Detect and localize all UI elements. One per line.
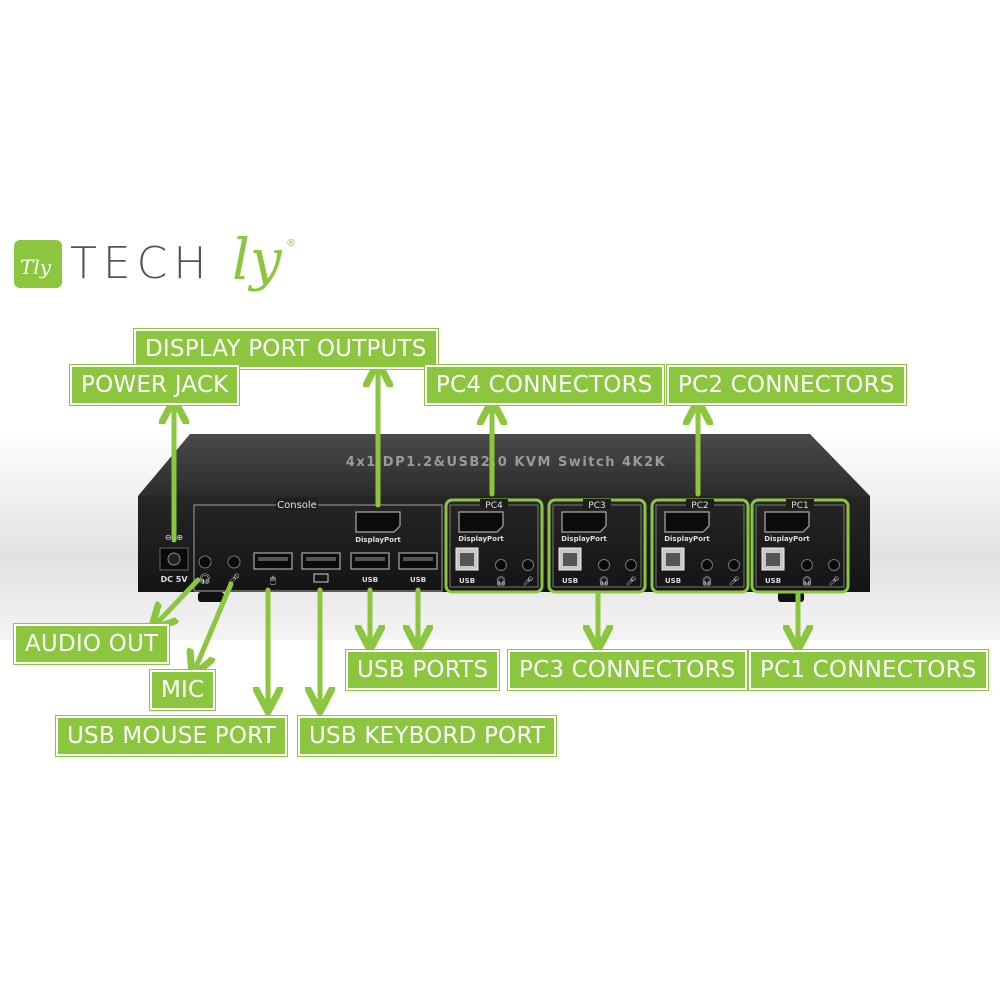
console-displayport <box>355 511 401 533</box>
pc-mic-jack-pc4 <box>522 559 534 571</box>
pc-audio-jack-pc2 <box>701 559 713 571</box>
callout-power-jack: POWER JACK <box>70 365 240 405</box>
console-label: Console <box>277 500 317 511</box>
arrow-mic <box>196 581 234 667</box>
kvm-switch-device: 4x1 DP1.2&USB2.0 KVM Switch 4K2K ⊖─⊕ DC … <box>138 434 870 602</box>
pc-displayport-label-pc3: DisplayPort <box>561 535 607 543</box>
microphone-icon: 🎤︎ <box>728 576 739 587</box>
pc-section-label-pc4: PC4 <box>485 501 503 511</box>
pc-displayport-label-pc2: DisplayPort <box>664 535 710 543</box>
pc-displayport-pc4 <box>458 511 504 533</box>
console-section: Console DisplayPort 🎧︎ 🎤︎ 🖱︎ USB USB <box>193 498 443 592</box>
pc-displayport-label-pc4: DisplayPort <box>458 535 504 543</box>
pc-section-label-pc2: PC2 <box>691 501 708 511</box>
device-foot-left <box>198 592 224 602</box>
svg-text:🖱︎: 🖱︎ <box>270 574 276 586</box>
brand-logo-text: TECH <box>70 238 213 289</box>
pc-usb-label-pc3: USB <box>562 577 578 585</box>
pc-displayport-pc2 <box>664 511 710 533</box>
callout-audio-out: AUDIO OUT <box>14 624 170 664</box>
leader-arrows <box>158 372 798 702</box>
device-top-surface <box>138 434 870 496</box>
headphone-icon: 🎧︎ <box>701 576 712 587</box>
pc-audio-jack-pc1 <box>801 559 813 571</box>
console-displayport-label: DisplayPort <box>355 536 401 544</box>
pc-usb-label-pc1: USB <box>765 577 781 585</box>
headphone-icon: 🎧︎ <box>801 576 812 587</box>
microphone-icon: 🎤︎ <box>522 576 533 587</box>
headphone-icon: 🎧︎ <box>495 576 506 587</box>
callout-pc1-connectors: PC1 CONNECTORS <box>749 650 988 690</box>
svg-text:🎧︎: 🎧︎ <box>199 573 212 585</box>
pc-mic-jack-pc1 <box>828 559 840 571</box>
pc-displayport-pc1 <box>764 511 810 533</box>
headphone-icon: 🎧︎ <box>598 576 609 587</box>
callout-pc4-connectors: PC4 CONNECTORS <box>425 365 664 405</box>
microphone-icon: 🎤︎ <box>828 576 839 587</box>
console-usb-port-1-label: USB <box>362 576 378 584</box>
console-usb-port-2-label: USB <box>410 576 426 584</box>
pc-displayport-label-pc1: DisplayPort <box>764 535 810 543</box>
callout-usb-keybord-port: USB KEYBORD PORT <box>298 716 557 756</box>
pc-usb-label-pc4: USB <box>459 577 475 585</box>
brand-registered-mark: ® <box>286 238 296 249</box>
pc-mic-jack-pc3 <box>625 559 637 571</box>
pc-section-label-pc3: PC3 <box>588 501 605 511</box>
callout-display-port-outputs: DISPLAY PORT OUTPUTS <box>134 329 438 369</box>
console-audio-out-jack <box>198 555 212 569</box>
pc-mic-jack-pc2 <box>728 559 740 571</box>
pc-audio-jack-pc4 <box>495 559 507 571</box>
pc-section-label-pc1: PC1 <box>791 501 808 511</box>
power-label: DC 5V <box>160 575 188 584</box>
pc-displayport-pc3 <box>561 511 607 533</box>
pc-usb-label-pc2: USB <box>665 577 681 585</box>
brand-logo-mark: Tly <box>14 240 62 288</box>
callout-usb-ports: USB PORTS <box>346 650 500 690</box>
callout-mic: MIC <box>150 670 216 710</box>
arrow-audio-out <box>158 577 201 622</box>
console-mic-jack <box>227 555 241 569</box>
callout-pc2-connectors: PC2 CONNECTORS <box>667 365 906 405</box>
callout-pc3-connectors: PC3 CONNECTORS <box>508 650 747 690</box>
microphone-icon: 🎤︎ <box>625 576 636 587</box>
brand-logo-accent: ly <box>232 228 282 293</box>
device-model-text: 4x1 DP1.2&USB2.0 KVM Switch 4K2K <box>346 455 666 470</box>
pc-audio-jack-pc3 <box>598 559 610 571</box>
brand-logo-mark-text: Tly <box>20 255 52 279</box>
callout-usb-mouse-port: USB MOUSE PORT <box>56 716 287 756</box>
